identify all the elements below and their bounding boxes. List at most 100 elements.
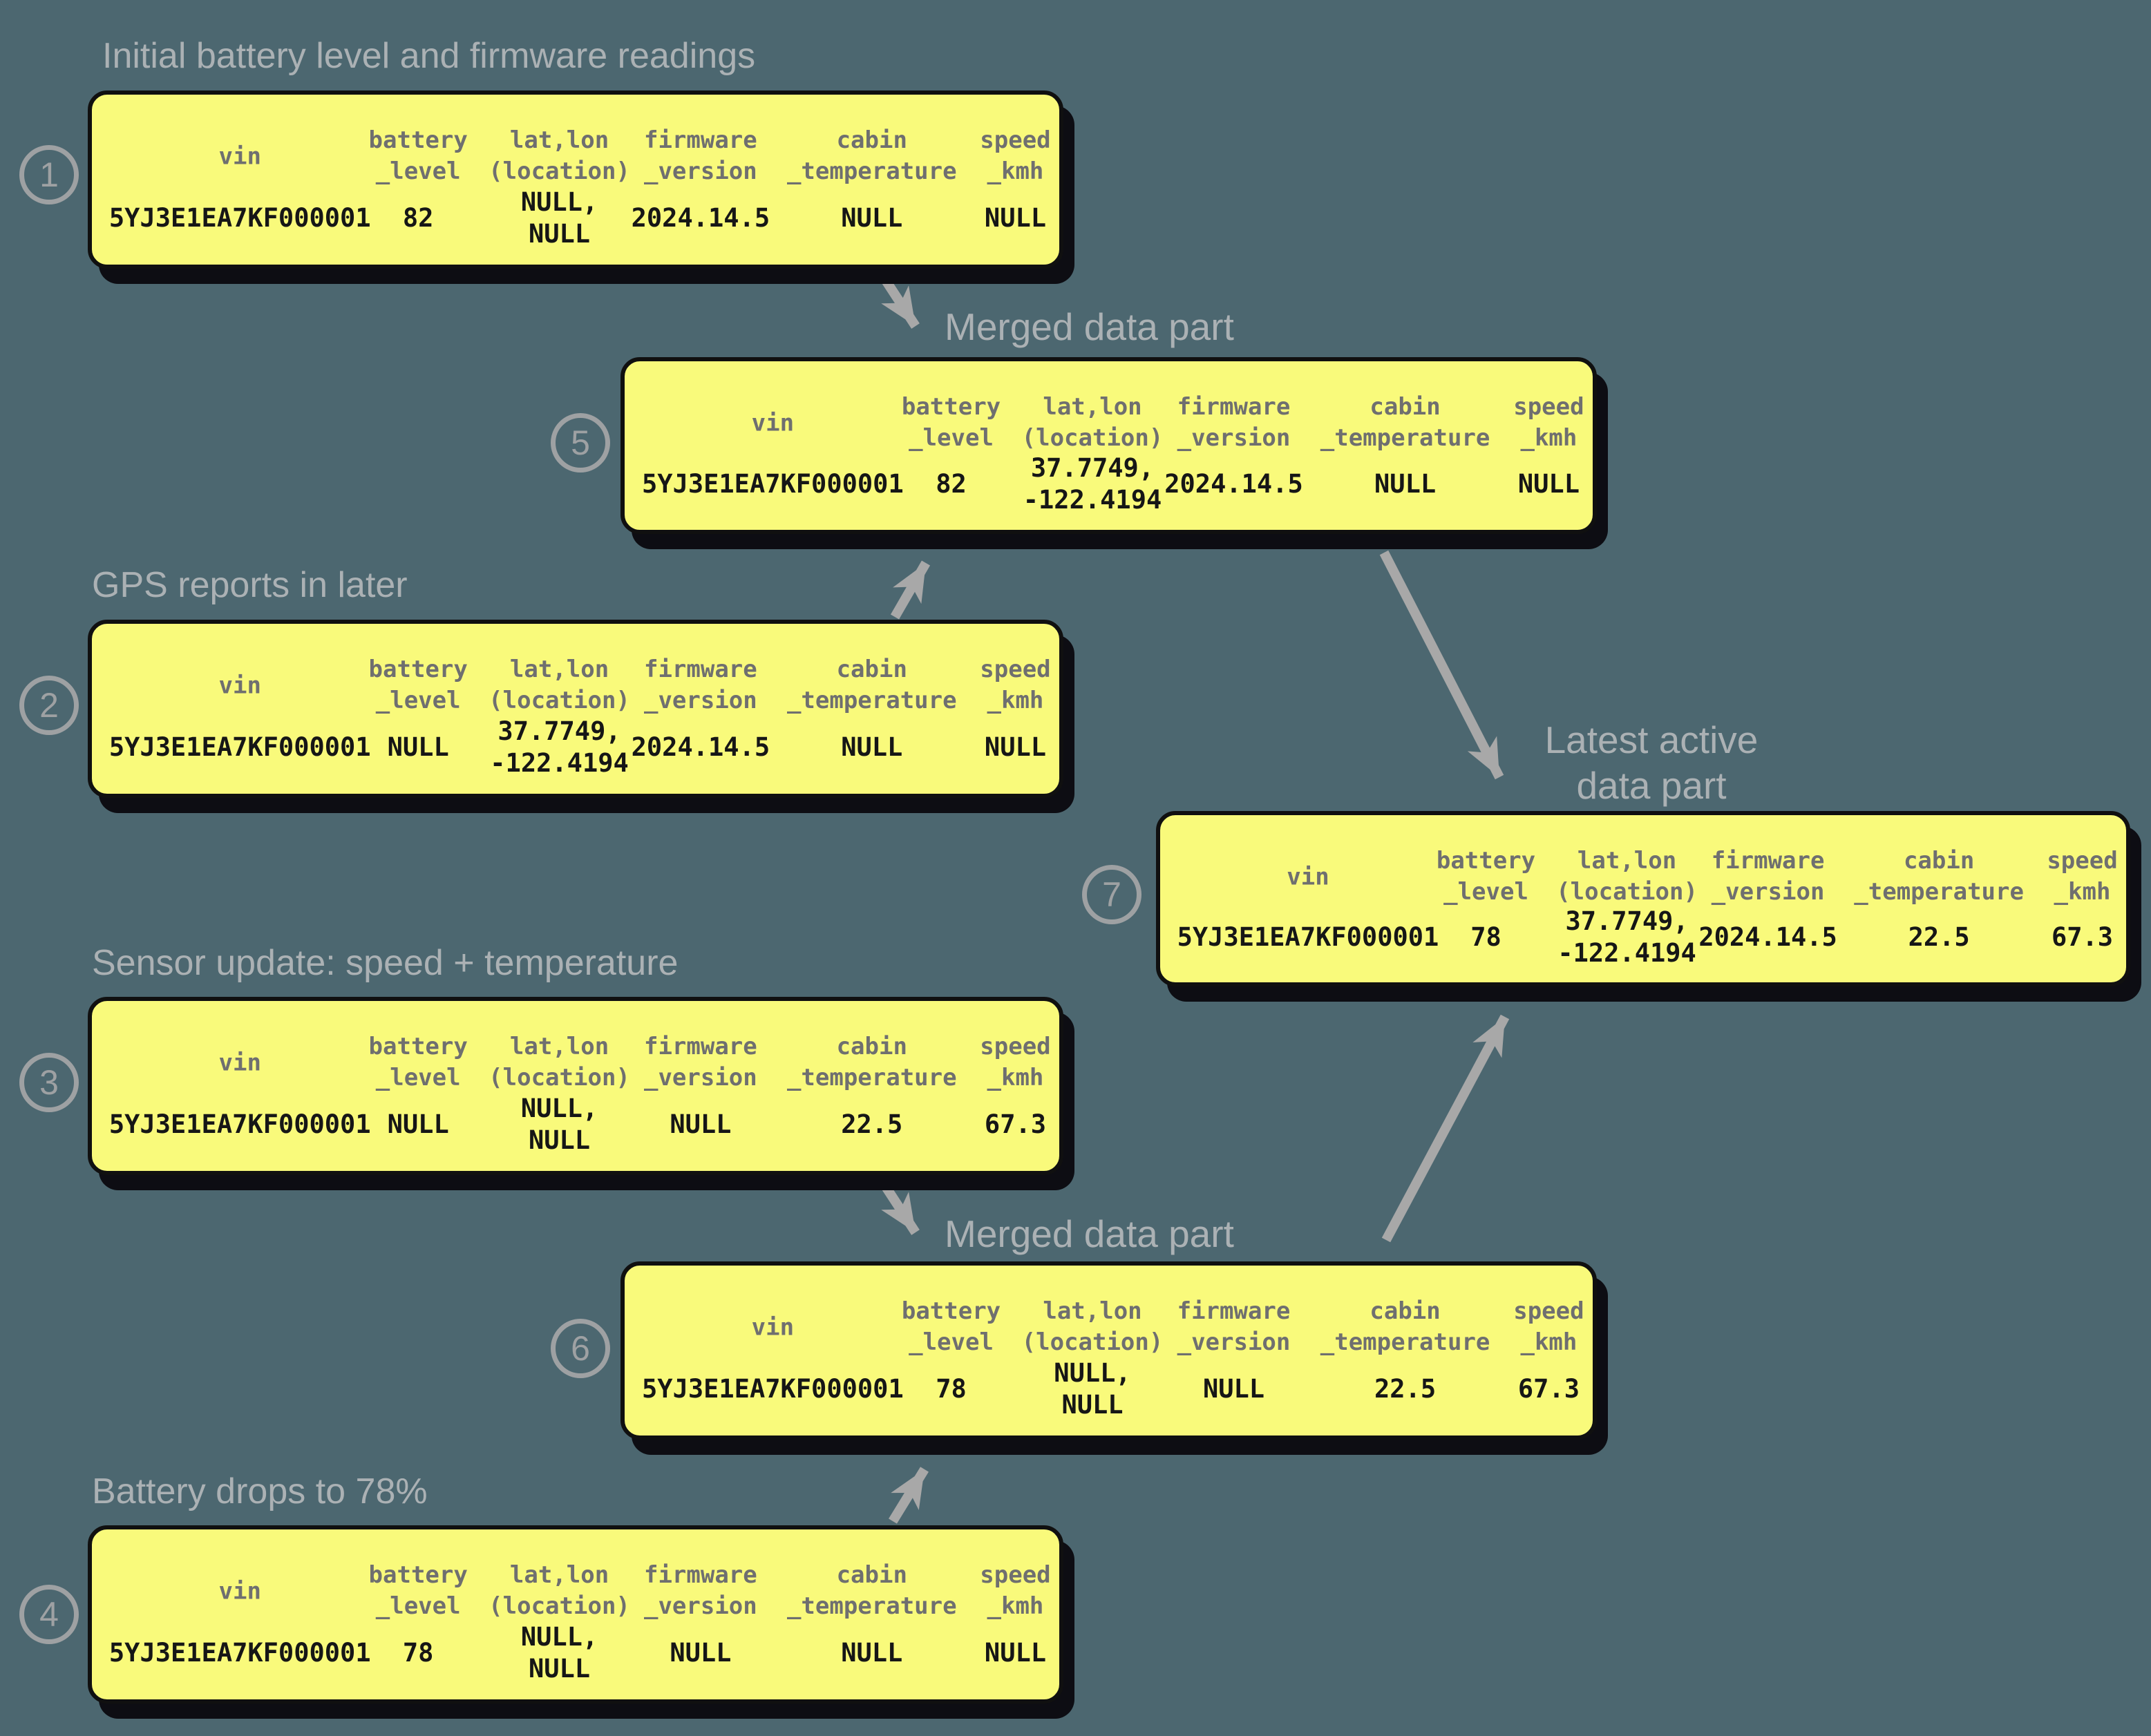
- header-cell-cabin-temperature: cabin_temperature: [786, 1033, 957, 1091]
- header-cell-lat-lon: lat,lon(location): [489, 1033, 630, 1091]
- arrow-card6-to-card7: [1381, 1014, 1510, 1243]
- cell-speed-kmh: NULL: [984, 1638, 1047, 1668]
- card-3-title: Sensor update: speed + temperature: [92, 943, 679, 983]
- cell-cabin-temperature: 22.5: [841, 1109, 903, 1139]
- header-cell-lat-lon: lat,lon(location): [489, 1561, 630, 1620]
- card-3: vin battery_level lat,lon(location) firm…: [88, 997, 1063, 1175]
- header-cell-lat-lon: lat,lon(location): [489, 126, 630, 185]
- merged-label-top: Merged data part: [945, 305, 1234, 348]
- cell-vin: 5YJ3E1EA7KF000001: [108, 1109, 371, 1139]
- header-cell-firmware-version: firmware_version: [643, 1561, 757, 1620]
- merged-label-bottom: Merged data part: [945, 1212, 1234, 1255]
- header-cell-battery-level: battery_level: [368, 656, 468, 714]
- cell-firmware-version: 2024.14.5: [631, 203, 770, 233]
- header-cell-cabin-temperature: cabin_temperature: [1854, 847, 2024, 906]
- cell-speed-kmh: 67.3: [2051, 922, 2114, 952]
- step-badge-3: 3: [19, 1053, 79, 1112]
- cell-vin: 5YJ3E1EA7KF000001: [642, 469, 904, 499]
- step-badge-1: 1: [19, 145, 79, 204]
- cell-cabin-temperature: NULL: [841, 1638, 903, 1668]
- header-cell-vin: vin: [218, 1049, 261, 1077]
- card-4: vin battery_level lat,lon(location) firm…: [88, 1525, 1063, 1704]
- cell-cabin-temperature: NULL: [841, 203, 903, 233]
- cell-vin: 5YJ3E1EA7KF000001: [642, 1374, 904, 1404]
- cell-lat-lon: 37.7749, -122.4194: [490, 716, 629, 778]
- header-cell-battery-level: battery_level: [901, 393, 1001, 452]
- table-data-row: 5YJ3E1EA7KF000001 78 NULL, NULL NULL 22.…: [642, 1358, 1580, 1420]
- cell-firmware-version: NULL: [670, 1638, 732, 1668]
- header-cell-lat-lon: lat,lon(location): [1021, 1297, 1164, 1356]
- arrow-card4-to-card6: [889, 1467, 929, 1524]
- header-cell-cabin-temperature: cabin_temperature: [786, 1561, 957, 1620]
- header-cell-speed-kmh: speed_kmh: [1513, 393, 1584, 452]
- table-data-row: 5YJ3E1EA7KF000001 78 37.7749, -122.4194 …: [1177, 906, 2114, 968]
- header-cell-speed-kmh: speed_kmh: [980, 126, 1051, 185]
- cell-cabin-temperature: NULL: [841, 732, 903, 762]
- header-cell-battery-level: battery_level: [368, 126, 468, 185]
- latest-active-label: Latest active data part: [1544, 718, 1759, 807]
- cell-cabin-temperature: NULL: [1374, 469, 1437, 499]
- cell-battery-level: 78: [402, 1638, 434, 1668]
- header-cell-firmware-version: firmware_version: [1177, 1297, 1291, 1356]
- table-header-row: vin battery_level lat,lon(location) firm…: [645, 392, 1584, 455]
- header-cell-battery-level: battery_level: [368, 1561, 468, 1620]
- step-badge-6: 6: [551, 1319, 610, 1378]
- cell-firmware-version: 2024.14.5: [631, 732, 770, 762]
- cell-lat-lon: NULL, NULL: [1054, 1358, 1131, 1420]
- cell-lat-lon: NULL, NULL: [520, 1622, 598, 1683]
- step-badge-7: 7: [1082, 865, 1141, 924]
- header-cell-firmware-version: firmware_version: [643, 126, 757, 185]
- cell-vin: 5YJ3E1EA7KF000001: [108, 732, 371, 762]
- card-1-title: Initial battery level and firmware readi…: [102, 36, 756, 76]
- card-6: vin battery_level lat,lon(location) firm…: [620, 1261, 1597, 1440]
- step-badge-5: 5: [551, 413, 610, 473]
- header-cell-speed-kmh: speed_kmh: [2047, 847, 2118, 906]
- table-data-row: 5YJ3E1EA7KF000001 82 37.7749, -122.4194 …: [642, 453, 1580, 515]
- table-header-row: vin battery_level lat,lon(location) firm…: [645, 1296, 1584, 1360]
- header-cell-vin: vin: [218, 671, 261, 700]
- header-cell-speed-kmh: speed_kmh: [980, 1561, 1051, 1620]
- header-cell-cabin-temperature: cabin_temperature: [1320, 393, 1490, 452]
- header-cell-battery-level: battery_level: [901, 1297, 1001, 1356]
- table-data-row: 5YJ3E1EA7KF000001 NULL NULL, NULL NULL 2…: [108, 1094, 1047, 1155]
- cell-battery-level: 78: [1470, 922, 1501, 952]
- cell-firmware-version: 2024.14.5: [1698, 922, 1837, 952]
- arrow-card1-to-card5: [879, 274, 920, 329]
- cell-lat-lon: 37.7749, -122.4194: [1557, 906, 1696, 968]
- card-4-title: Battery drops to 78%: [92, 1471, 428, 1511]
- table-header-row: vin battery_level lat,lon(location) firm…: [1181, 846, 2118, 909]
- cell-speed-kmh: 67.3: [1517, 1374, 1580, 1404]
- step-badge-2: 2: [19, 676, 79, 735]
- arrow-card2-to-card5: [890, 560, 931, 620]
- card-2-title: GPS reports in later: [92, 565, 408, 605]
- cell-cabin-temperature: 22.5: [1908, 922, 1970, 952]
- cell-lat-lon: NULL, NULL: [520, 1094, 598, 1155]
- header-cell-battery-level: battery_level: [1436, 847, 1536, 906]
- table-header-row: vin battery_level lat,lon(location) firm…: [113, 654, 1051, 718]
- cell-battery-level: 82: [402, 203, 434, 233]
- cell-vin: 5YJ3E1EA7KF000001: [108, 203, 371, 233]
- cell-firmware-version: NULL: [1202, 1374, 1265, 1404]
- cell-battery-level: 78: [936, 1374, 967, 1404]
- cell-battery-level: NULL: [387, 732, 449, 762]
- header-cell-lat-lon: lat,lon(location): [489, 656, 630, 714]
- header-cell-vin: vin: [218, 142, 261, 171]
- cell-firmware-version: NULL: [670, 1109, 732, 1139]
- cell-vin: 5YJ3E1EA7KF000001: [108, 1638, 371, 1668]
- cell-battery-level: 82: [936, 469, 967, 499]
- header-cell-cabin-temperature: cabin_temperature: [1320, 1297, 1490, 1356]
- header-cell-firmware-version: firmware_version: [1711, 847, 1825, 906]
- table-data-row: 5YJ3E1EA7KF000001 NULL 37.7749, -122.419…: [108, 716, 1046, 778]
- header-cell-cabin-temperature: cabin_temperature: [786, 126, 957, 185]
- header-cell-speed-kmh: speed_kmh: [980, 656, 1051, 714]
- step-badge-4: 4: [19, 1585, 79, 1644]
- cell-speed-kmh: 67.3: [984, 1109, 1047, 1139]
- header-cell-battery-level: battery_level: [368, 1033, 468, 1091]
- table-header-row: vin battery_level lat,lon(location) firm…: [113, 1031, 1051, 1095]
- cell-cabin-temperature: 22.5: [1374, 1374, 1437, 1404]
- header-cell-vin: vin: [1287, 863, 1329, 891]
- arrow-card3-to-card6: [879, 1180, 920, 1235]
- table-header-row: vin battery_level lat,lon(location) firm…: [113, 125, 1051, 189]
- cell-lat-lon: 37.7749, -122.4194: [1023, 453, 1162, 515]
